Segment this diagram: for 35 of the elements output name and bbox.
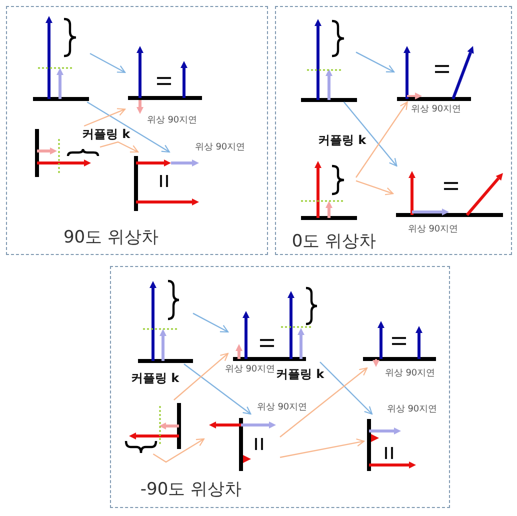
node-caption: 위상 90지연 xyxy=(256,404,308,412)
arrow xyxy=(343,102,398,167)
arrow xyxy=(192,312,229,332)
arrow xyxy=(100,141,139,153)
vector-drawing xyxy=(123,401,183,455)
arrow xyxy=(86,101,170,153)
arrow xyxy=(320,362,373,415)
arrow xyxy=(174,352,229,400)
node-caption: 위상 90지연 xyxy=(194,144,246,152)
node-caption: 위상 90지연 xyxy=(408,226,458,234)
arrow xyxy=(280,438,365,458)
node-caption: 위상 90지연 xyxy=(384,370,436,378)
annotation: 커플링 k xyxy=(130,372,180,384)
panel xyxy=(275,6,512,255)
panel-label: 0도 위상차 xyxy=(292,230,376,252)
panel-label: 90도 위상차 xyxy=(63,226,159,248)
annotation: 커플링 k xyxy=(82,128,130,140)
arrow xyxy=(84,108,126,127)
vector-drawing xyxy=(136,277,194,365)
panel xyxy=(6,6,268,255)
arrow xyxy=(356,52,395,72)
node-caption: 위상 90지연 xyxy=(146,116,198,126)
annotation: 커플링 k xyxy=(318,134,366,146)
node-caption: 위상 90지연 xyxy=(386,406,438,414)
panel-label: -90도 위상차 xyxy=(140,478,242,500)
arrow xyxy=(356,180,394,196)
panel xyxy=(110,266,450,508)
annotation: 커플링 k xyxy=(276,368,324,380)
node-caption: 위상 90지연 xyxy=(410,106,462,114)
arrow xyxy=(152,438,205,463)
arrow xyxy=(90,52,126,73)
arrow xyxy=(184,364,252,415)
node-caption: 위상 90지연 xyxy=(224,366,276,374)
arrow xyxy=(356,101,408,178)
arrow xyxy=(280,367,368,438)
